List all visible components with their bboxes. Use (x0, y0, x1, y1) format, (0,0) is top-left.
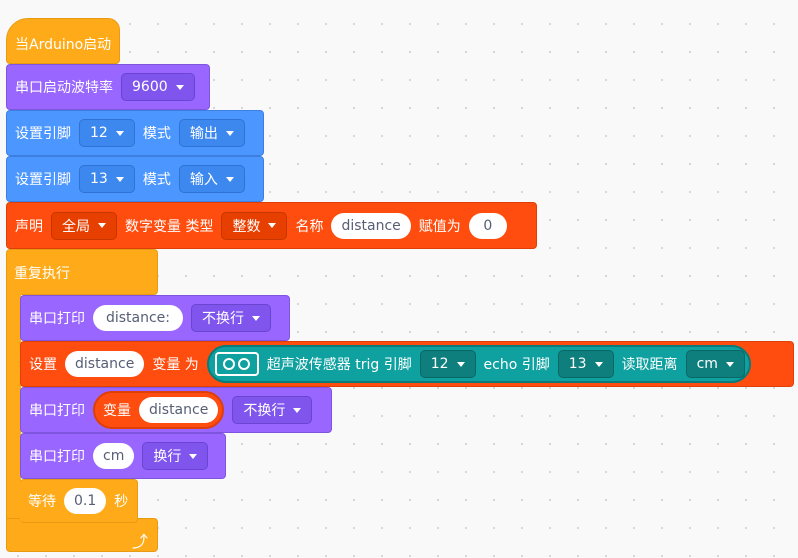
pin-mode-block-1[interactable]: 设置引脚 12 模式 输出 (6, 110, 264, 156)
mode-label: 模式 (142, 172, 171, 188)
variable-name-field[interactable]: distance (331, 212, 411, 239)
mode-label: 模式 (142, 126, 171, 142)
variable-name-field[interactable]: distance (139, 397, 219, 423)
mode-dropdown[interactable]: 输入 (178, 165, 245, 193)
variable-reporter[interactable]: 变量 distance (93, 391, 225, 429)
baud-rate-dropdown[interactable]: 9600 (121, 73, 195, 101)
newline-dropdown[interactable]: 换行 (142, 442, 209, 470)
serial-begin-block[interactable]: 串口启动波特率 9600 (6, 64, 210, 110)
init-label: 赋值为 (418, 218, 461, 235)
serial-print-block-3[interactable]: 串口打印 cm 换行 (20, 433, 226, 479)
newline-dropdown[interactable]: 不换行 (191, 304, 271, 332)
sensor-label: 超声波传感器 trig 引脚 (266, 357, 412, 373)
print-label: 串口打印 (29, 449, 85, 465)
repeat-block-bottom (6, 518, 158, 552)
repeat-block-arm (6, 290, 21, 522)
repeat-label: 重复执行 (14, 266, 70, 282)
loop-arrow-icon: ⤴ (132, 532, 149, 551)
type-dropdown[interactable]: 整数 (221, 211, 288, 240)
start-label: 当Arduino启动 (15, 37, 112, 53)
ultrasonic-reporter[interactable]: 超声波传感器 trig 引脚 12 echo 引脚 13 读取距离 cm (206, 345, 751, 383)
print-label: 串口打印 (29, 403, 85, 419)
pin-mode-block-2[interactable]: 设置引脚 13 模式 输入 (6, 156, 264, 202)
set-mid-label: 变量 为 (152, 357, 199, 373)
wait-seconds-field[interactable]: 0.1 (64, 488, 107, 514)
declare-label: 声明 (15, 218, 43, 235)
echo-pin-dropdown[interactable]: 13 (557, 350, 614, 378)
wait-label: 等待 (28, 494, 56, 510)
print-text-field[interactable]: distance: (93, 305, 183, 331)
unit-dropdown[interactable]: cm (685, 350, 745, 378)
print-text-field[interactable]: cm (93, 443, 135, 469)
kind-label: 数字变量 类型 (125, 218, 214, 235)
serial-print-block-1[interactable]: 串口打印 distance: 不换行 (20, 295, 290, 341)
mode-dropdown[interactable]: 输出 (178, 119, 245, 147)
read-distance-label: 读取距离 (621, 357, 678, 373)
newline-dropdown[interactable]: 不换行 (232, 396, 313, 424)
pin-mode-label: 设置引脚 (15, 172, 71, 188)
pin-dropdown[interactable]: 13 (79, 165, 135, 193)
variable-name-field[interactable]: distance (65, 351, 145, 377)
scope-dropdown[interactable]: 全局 (51, 211, 117, 240)
pin-dropdown[interactable]: 12 (79, 119, 135, 147)
set-label: 设置 (29, 357, 57, 373)
wait-unit-label: 秒 (114, 494, 129, 510)
repeat-block[interactable] (6, 249, 158, 295)
variable-label: 变量 (103, 403, 131, 419)
echo-label: echo 引脚 (483, 357, 550, 373)
pin-mode-label: 设置引脚 (15, 126, 71, 142)
serial-print-block-2[interactable]: 串口打印 变量 distance 不换行 (20, 387, 332, 433)
wait-block[interactable]: 等待 0.1 秒 (20, 479, 138, 523)
print-label: 串口打印 (29, 311, 85, 327)
ultrasonic-sensor-icon (214, 352, 259, 376)
start-block[interactable]: 当Arduino启动 (6, 18, 120, 64)
set-variable-block[interactable]: 设置 distance 变量 为 超声波传感器 trig 引脚 12 echo … (20, 341, 794, 387)
trig-pin-dropdown[interactable]: 12 (419, 350, 476, 378)
serial-begin-label: 串口启动波特率 (15, 80, 113, 96)
declare-variable-block[interactable]: 声明 全局 数字变量 类型 整数 名称 distance 赋值为 0 (6, 202, 537, 249)
init-value-field[interactable]: 0 (468, 212, 507, 239)
name-label: 名称 (295, 218, 324, 235)
